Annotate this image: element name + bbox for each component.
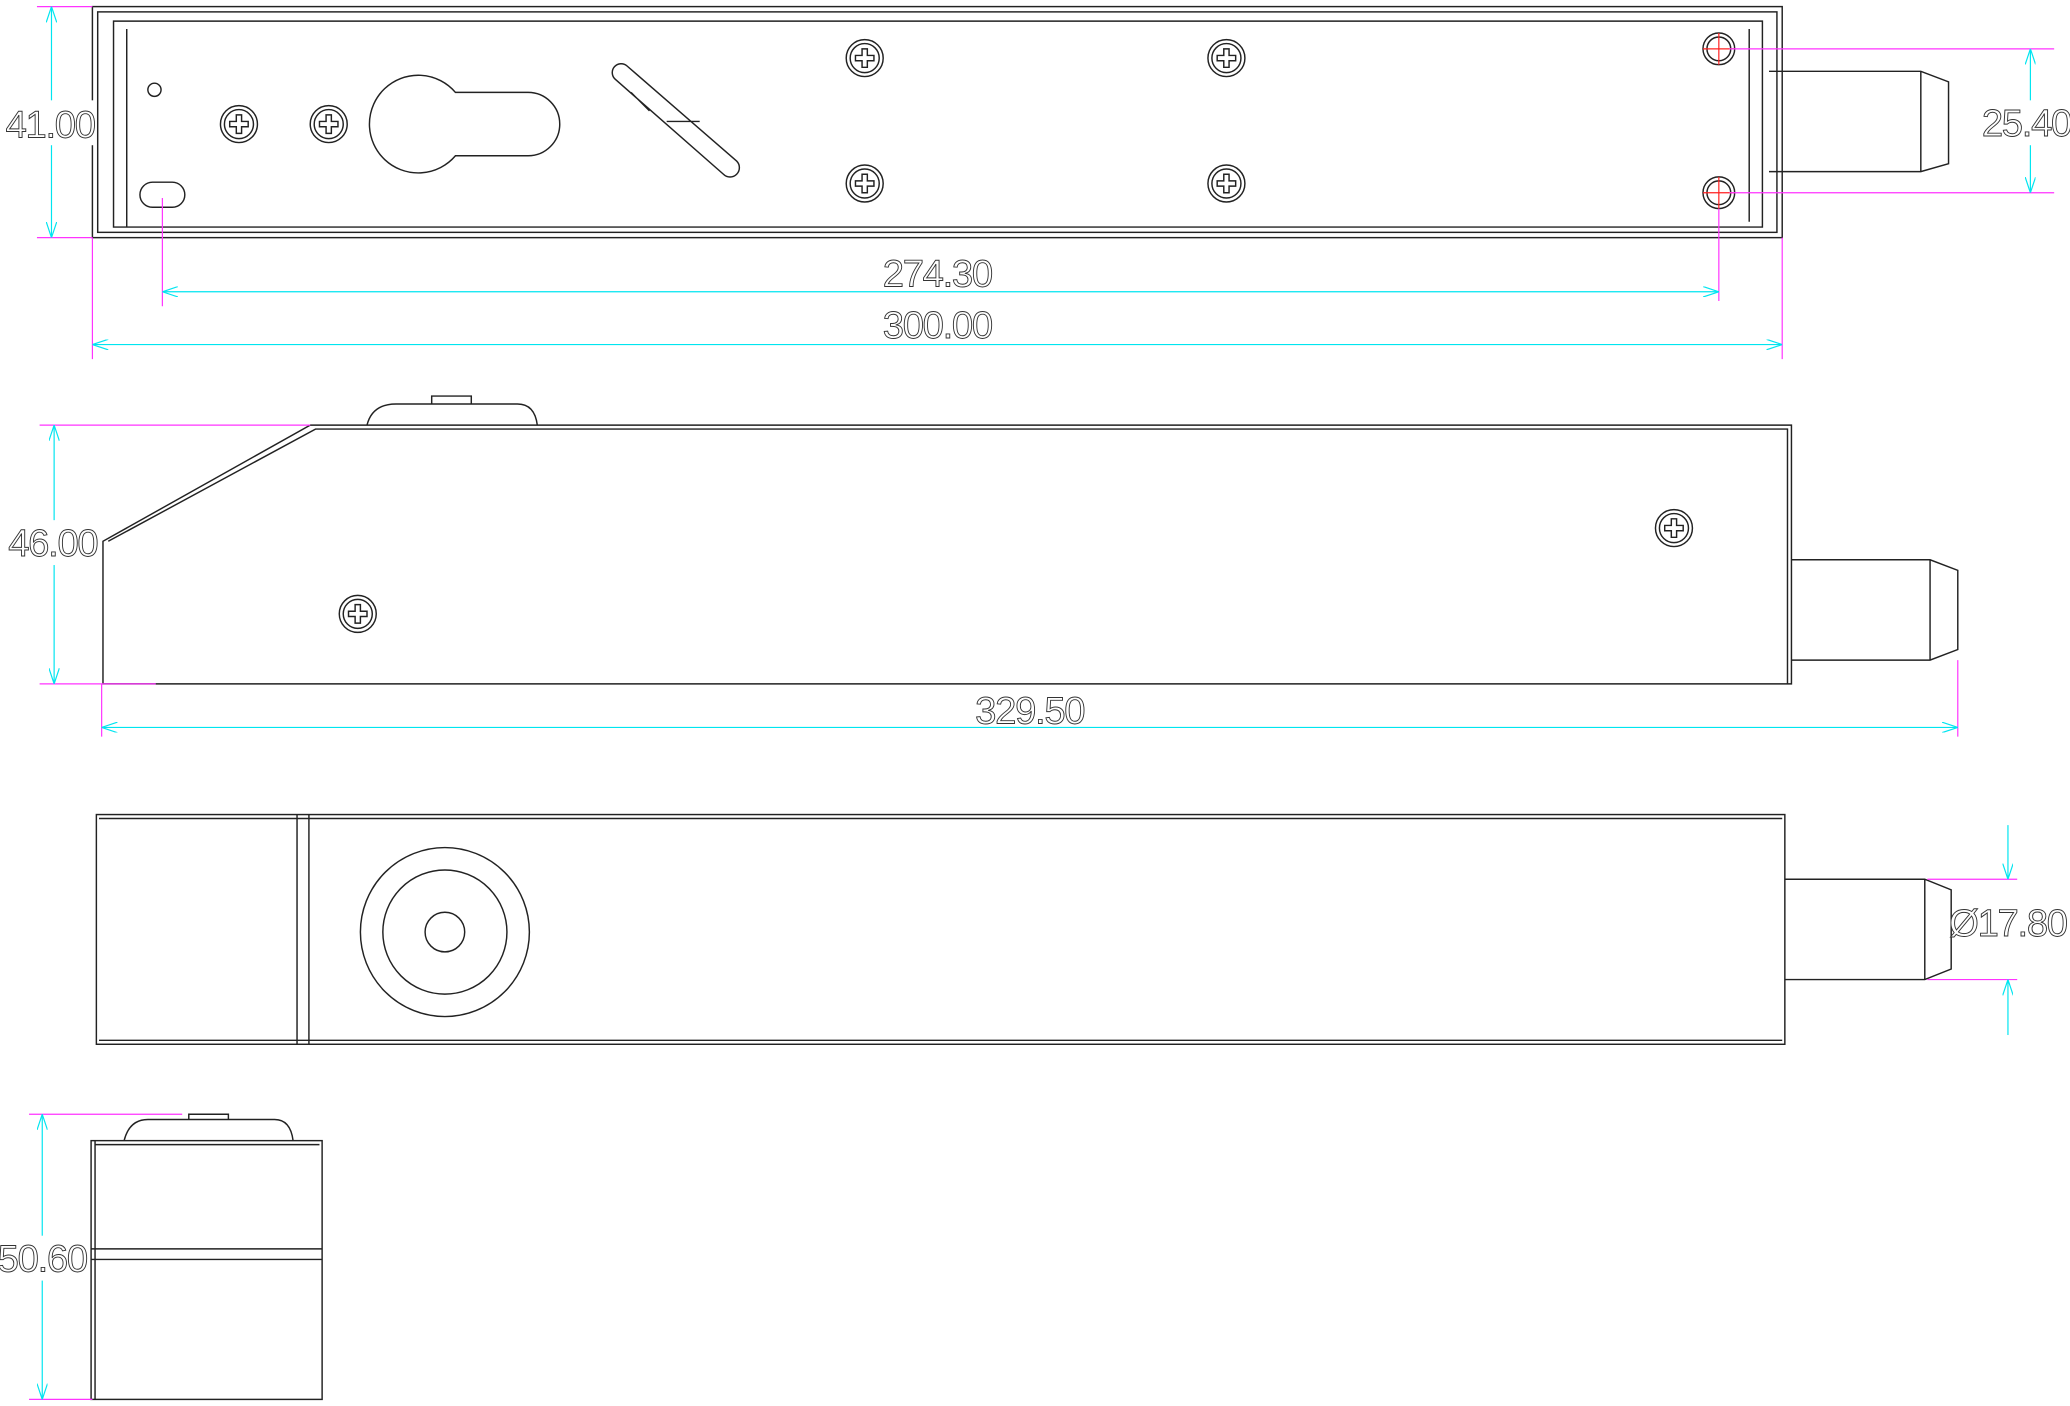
bolt <box>1769 70 1950 173</box>
bottom-view: Ø17.80 <box>95 813 2069 1045</box>
top-bump <box>366 395 539 426</box>
top-view: 41.00 25.40 274.30 300.00 <box>5 5 2070 360</box>
dim-height-50: 50.60 <box>0 1237 87 1280</box>
dim-hole-spacing: 274.30 <box>883 252 992 295</box>
end-view: 50.60 <box>0 1113 323 1401</box>
dim-bolt-spacing: 25.40 <box>1982 102 2070 145</box>
screw-icon <box>338 594 377 634</box>
screw-icon <box>845 38 884 78</box>
dim-height-46: 46.00 <box>8 522 97 565</box>
side-view-body <box>102 424 1793 685</box>
dim-overall-length: 329.50 <box>975 689 1084 732</box>
cylinder-lock-icon <box>359 846 531 1018</box>
small-hole <box>147 82 162 98</box>
end-view-body <box>90 1139 323 1401</box>
screw-icon <box>1207 38 1246 78</box>
screw-icon <box>1207 164 1246 203</box>
bolt <box>1791 559 1959 661</box>
top-view-body <box>91 5 1783 239</box>
diagonal-slot <box>611 63 741 178</box>
top-bump <box>123 1113 294 1141</box>
keyhole-cutout <box>368 74 561 174</box>
side-view: 46.00 329.50 <box>8 395 1959 737</box>
bottom-view-body <box>95 813 1786 1045</box>
screw-icon <box>309 104 348 144</box>
dim-height-41: 41.00 <box>6 103 95 146</box>
dim-bolt-diameter: Ø17.80 <box>1949 902 2067 945</box>
screw-icon <box>219 104 259 144</box>
screw-icon <box>1654 508 1694 548</box>
top-view-inner-plate <box>112 20 1764 228</box>
bolt <box>1784 878 1952 981</box>
dim-length-300: 300.00 <box>883 304 992 347</box>
screw-icon <box>845 164 884 203</box>
